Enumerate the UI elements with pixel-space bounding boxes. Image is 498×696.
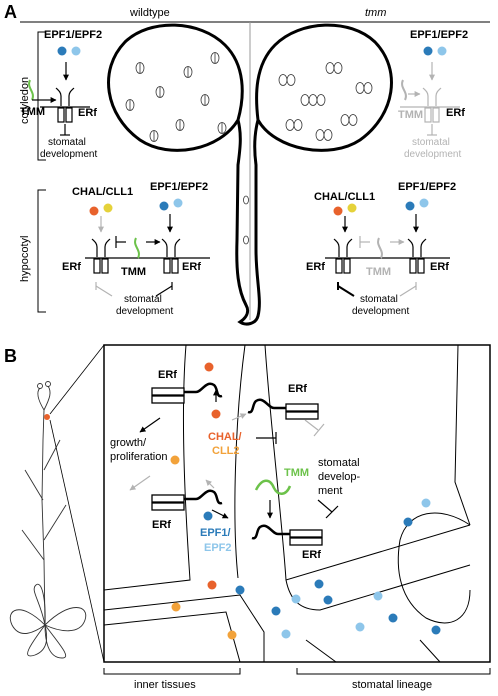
panel-a-letter: A xyxy=(4,2,17,22)
receptor-tmm-hyp xyxy=(325,214,450,297)
label-sd-tmm-hyp-2: development xyxy=(352,306,410,317)
label-erf-wt-hyp-l: ERf xyxy=(62,261,81,273)
receptors-b xyxy=(151,382,323,546)
header-wildtype: wildtype xyxy=(130,7,170,19)
label-sd-tmm-cot-1: stomatal xyxy=(412,137,450,148)
label-b-tmm: TMM xyxy=(284,467,310,479)
label-b-inner-tissues: inner tissues xyxy=(134,679,196,691)
panel-b-letter: B xyxy=(4,346,17,366)
ligand-dots-a xyxy=(57,46,447,216)
whole-plant-illustration xyxy=(10,381,87,659)
label-b-epf-2: EPF2 xyxy=(204,542,232,554)
bracket-inner-tissues xyxy=(103,668,241,675)
label-erf-wt-cot: ERf xyxy=(78,107,97,119)
receptor-tmm-cot xyxy=(400,62,460,136)
zoom-target xyxy=(44,414,50,420)
hypocotyl-stem xyxy=(235,119,261,326)
tissue-cells xyxy=(103,344,471,663)
zoom-line-bottom xyxy=(49,419,105,663)
label-b-growth-2: proliferation xyxy=(110,451,168,463)
label-b-growth-1: growth/ xyxy=(110,437,147,449)
seedling-illustration xyxy=(107,23,393,326)
label-b-sd-2: develop- xyxy=(318,471,361,483)
ligand-dots-b xyxy=(170,362,441,640)
hypocotyl-bracket xyxy=(37,189,46,313)
label-sd-tmm-cot-2: development xyxy=(404,149,462,160)
label-erf-tmm-hyp-l: ERf xyxy=(306,261,325,273)
label-tmm-wt-hyp: TMM xyxy=(121,266,147,278)
label-sd-wt-cot-2: development xyxy=(40,149,98,160)
bracket-stomatal-lineage xyxy=(296,668,491,675)
label-sd-wt-hyp-2: development xyxy=(116,306,174,317)
label-epf-tmm-cot: EPF1/EPF2 xyxy=(410,29,469,41)
cotyledon-right xyxy=(255,23,393,152)
label-chal-tmm-hyp: CHAL/CLL1 xyxy=(314,191,376,203)
receptor-wt-hyp xyxy=(85,214,210,297)
label-b-stomatal-lineage: stomatal lineage xyxy=(352,679,433,691)
label-b-epf-1: EPF1/ xyxy=(200,527,231,539)
label-sd-wt-hyp-1: stomatal xyxy=(124,294,162,305)
zoom-line-top xyxy=(49,344,105,415)
cotyledon-left xyxy=(107,23,244,152)
label-erf-tmm-hyp-r: ERf xyxy=(430,261,449,273)
label-b-sd-3: ment xyxy=(318,485,343,497)
tmm-green-b xyxy=(254,479,292,495)
label-tmm-wt-cot: TMM xyxy=(20,106,46,118)
label-b-chal-2: CLL2 xyxy=(212,445,240,457)
label-b-erf-3: ERf xyxy=(152,519,171,531)
label-epf-wt-hyp: EPF1/EPF2 xyxy=(150,181,209,193)
label-hypocotyl: hypocotyl xyxy=(19,235,31,282)
stomata-tmm-clusters xyxy=(278,62,373,141)
label-epf-tmm-hyp: EPF1/EPF2 xyxy=(398,181,457,193)
label-sd-wt-cot-1: stomatal xyxy=(48,137,86,148)
label-b-erf-4: ERf xyxy=(302,549,321,561)
label-tmm-tmm-cot: TMM xyxy=(398,109,424,121)
label-b-erf-1: ERf xyxy=(158,369,177,381)
label-b-chal-1: CHAL/ xyxy=(208,431,242,443)
stomata-wildtype xyxy=(125,52,249,245)
label-epf-wt-cot: EPF1/EPF2 xyxy=(44,29,103,41)
label-tmm-tmm-hyp: TMM xyxy=(366,266,392,278)
header-tmm: tmm xyxy=(365,7,387,19)
cotyledon-bracket xyxy=(37,31,46,161)
label-erf-tmm-cot: ERf xyxy=(446,107,465,119)
label-erf-wt-hyp-r: ERf xyxy=(182,261,201,273)
label-b-erf-2: ERf xyxy=(288,383,307,395)
label-b-sd-1: stomatal xyxy=(318,457,360,469)
label-sd-tmm-hyp-1: stomatal xyxy=(360,294,398,305)
signal-arrows-b xyxy=(129,389,339,519)
receptor-wt-cot xyxy=(28,62,90,136)
label-chal-wt-hyp: CHAL/CLL1 xyxy=(72,186,134,198)
